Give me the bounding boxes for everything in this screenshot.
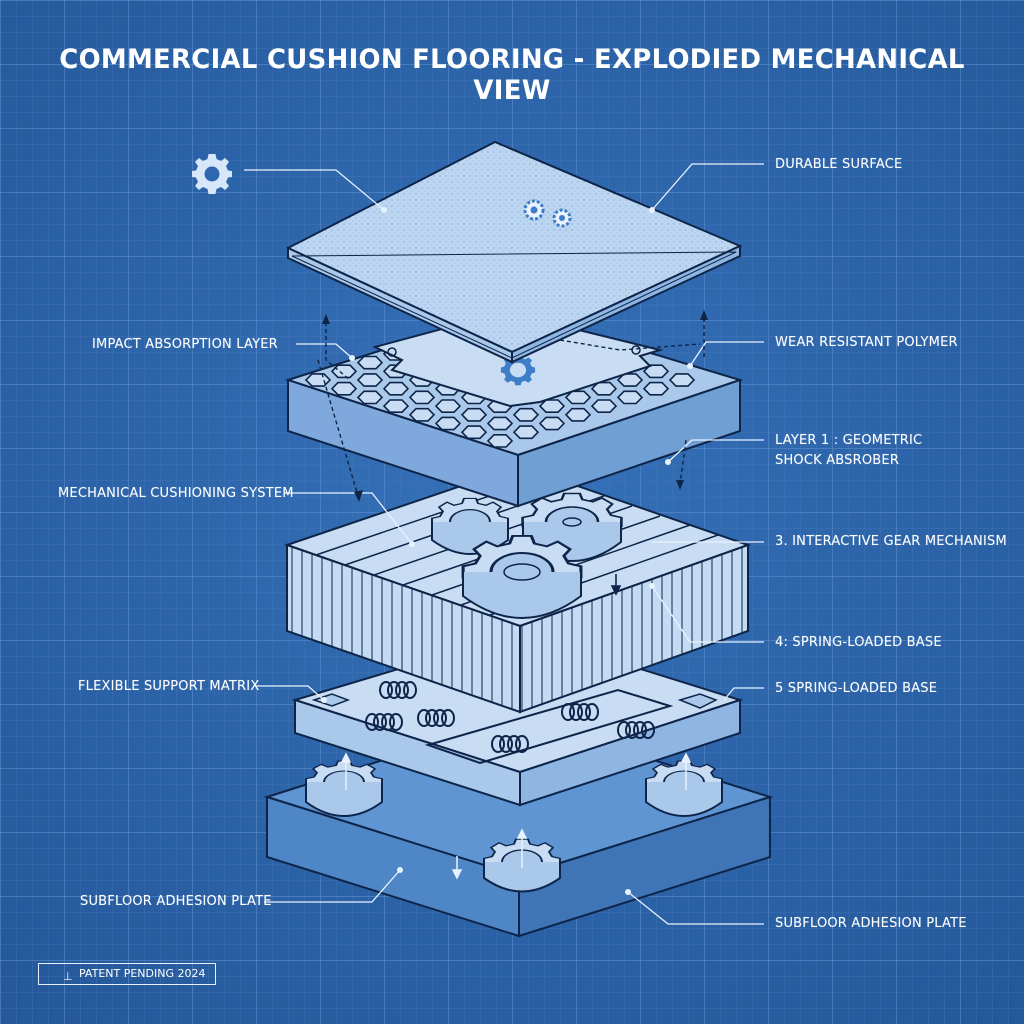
honeycomb-cell	[564, 390, 592, 405]
patent-mark: ⊥	[63, 970, 73, 983]
label-durable-surface: DURABLE SURFACE	[775, 157, 903, 172]
label-subfloor-left: SUBFLOOR ADHESION PLATE	[80, 894, 272, 909]
label-layer1-line2: SHOCK ABSROBER	[775, 453, 900, 468]
label-wear-resistant: WEAR RESISTANT POLYMER	[775, 335, 958, 350]
honeycomb-cell	[408, 407, 436, 422]
insert-gear-icon	[500, 354, 536, 386]
honeycomb-cell	[460, 425, 488, 440]
honeycomb-cell	[512, 407, 540, 422]
base-arrows	[340, 752, 692, 880]
honeycomb-cell	[486, 433, 514, 448]
spring-coils	[365, 681, 655, 753]
patent-text: PATENT PENDING 2024	[79, 967, 206, 980]
honeycomb-cell	[642, 364, 670, 379]
honeycomb-cell	[330, 364, 358, 379]
honeycomb-cell	[356, 355, 384, 370]
honeycomb-cell	[616, 373, 644, 387]
page-title: COMMERCIAL CUSHION FLOORING - EXPLODIED …	[59, 44, 965, 106]
honeycomb-cell	[356, 390, 384, 405]
honeycomb-cell	[538, 399, 566, 414]
honeycomb-cell	[486, 416, 514, 431]
honeycomb-cell	[590, 399, 618, 414]
honeycomb-cell	[590, 381, 618, 396]
honeycomb-cell	[408, 390, 436, 405]
motion-arrowheads	[322, 310, 708, 502]
label-mech-cushioning: MECHANICAL CUSHIONING SYSTEM	[58, 486, 294, 501]
honeycomb-cell	[434, 416, 462, 431]
surface-gear-icon-b	[552, 208, 572, 228]
label-gear-mechanism: 3. INTERACTIVE GEAR MECHANISM	[775, 534, 1007, 549]
honeycomb-cell	[616, 390, 644, 405]
honeycomb-cell	[564, 407, 592, 422]
honeycomb-cell	[330, 381, 358, 396]
small-down-arrow	[610, 574, 622, 596]
label-impact-absorption: IMPACT ABSORPTION LAYER	[92, 337, 278, 352]
honeycomb-cell	[382, 381, 410, 396]
base-gear-left-side	[305, 782, 383, 817]
honeycomb-cell	[538, 416, 566, 431]
honeycomb-cell	[434, 399, 462, 414]
gear-icon	[192, 154, 232, 194]
surface-gear-icon-a	[523, 199, 545, 221]
honeycomb-cell	[304, 373, 332, 387]
label-spring-base-5: 5 SPRING-LOADED BASE	[775, 681, 938, 696]
base-gear-right-side	[645, 782, 723, 817]
label-flexible-support: FLEXIBLE SUPPORT MATRIX	[78, 679, 260, 694]
honeycomb-cell	[668, 373, 696, 387]
honeycomb-cell	[642, 381, 670, 396]
leader-dots	[321, 207, 693, 895]
label-subfloor-right: SUBFLOOR ADHESION PLATE	[775, 916, 967, 931]
honeycomb-cell	[382, 399, 410, 414]
motion-arrows	[317, 318, 705, 497]
honeycomb-cell	[460, 407, 488, 422]
patent-badge: ⊥ PATENT PENDING 2024	[38, 963, 216, 985]
honeycomb-cell	[512, 425, 540, 440]
leader-lines	[244, 163, 764, 925]
label-layer1-line1: LAYER 1 : GEOMETRIC	[775, 433, 923, 448]
label-spring-base-4: 4: SPRING-LOADED BASE	[775, 635, 942, 650]
honeycomb-cell	[356, 373, 384, 387]
durable-surface-layer	[285, 140, 743, 364]
